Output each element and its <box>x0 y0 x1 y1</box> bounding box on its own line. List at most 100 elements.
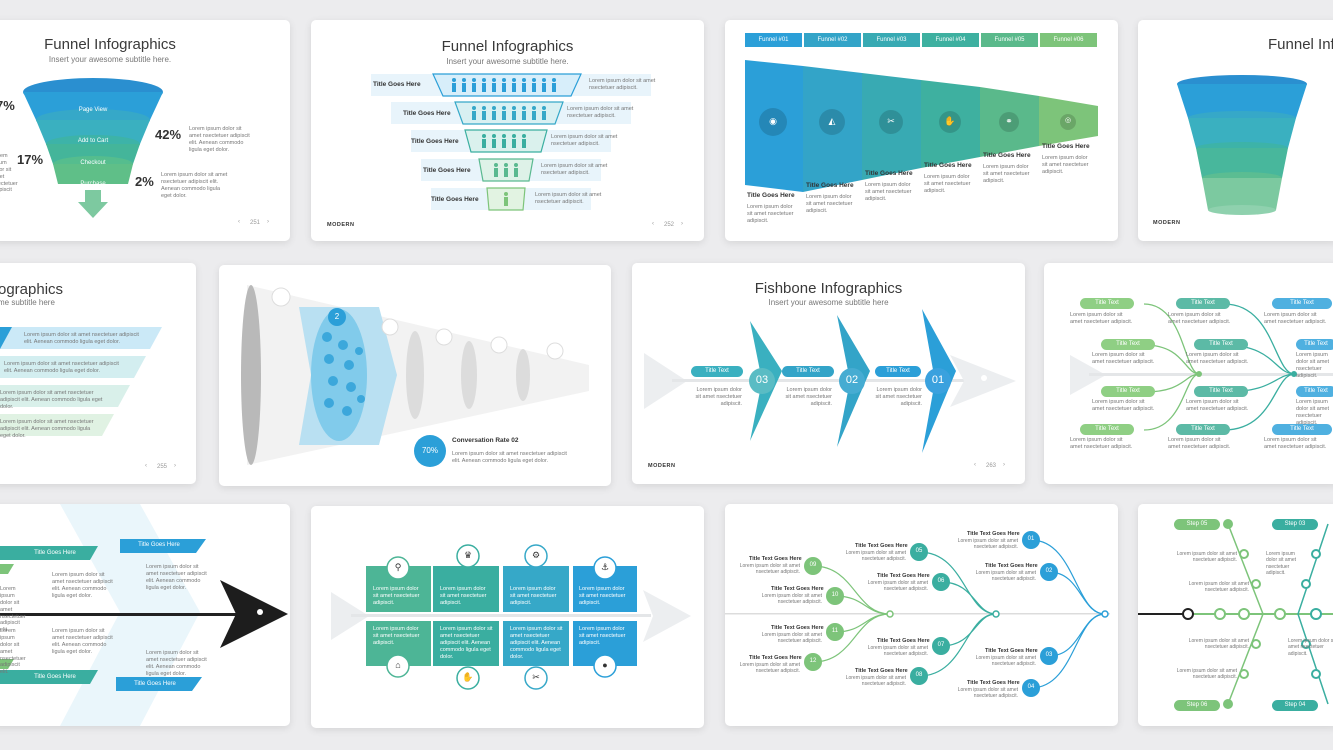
desc: Lorem ipsum dolor sit amet nsectetuer ad… <box>924 174 971 194</box>
people-funnel-graphic <box>371 73 651 211</box>
slide-title: Funnel Infographics <box>441 38 574 55</box>
slide-conversion-funnel[interactable]: 2 70% Conversation Rate 02 Lorem ipsum d… <box>219 265 611 486</box>
desc: Lorem ipsum dolor sit amet nsectetuer ad… <box>761 632 822 645</box>
desc: Lorem ipsum dolor sit amet nsectetuer ad… <box>1168 312 1231 325</box>
desc: Lorem ipsum dolor sit amet nsectetuer ad… <box>510 586 557 606</box>
desc: Lorem ipsum dolor sit amet nsectetuer ad… <box>1188 581 1249 594</box>
prev-page-button[interactable]: ‹ <box>238 219 240 225</box>
funnel-tab[interactable]: Funnel #03 <box>863 33 920 47</box>
slide-fishbone-dark[interactable]: Title Goes Here Title Goes Here Title Go… <box>0 504 290 726</box>
target-icon: ◎ <box>1064 117 1072 124</box>
house-icon: ⌂ <box>395 660 401 670</box>
title-pill: Title Text <box>1296 339 1333 350</box>
card-fishbone-graphic <box>331 544 691 690</box>
next-page-button[interactable]: › <box>174 463 176 469</box>
slide-title: Fishbone Infographics <box>754 280 903 297</box>
arrow-title: Title Goes Here <box>138 542 180 548</box>
slide-subtitle: Insert your awesome subtitle here. <box>446 57 569 66</box>
node-title: Title Text Goes Here <box>855 543 908 549</box>
desc: Lorem ipsum dolor sit amet nsectetuer ad… <box>845 675 906 688</box>
funnel-tab[interactable]: Funnel #02 <box>804 33 861 47</box>
conversion-percent: 70% <box>421 446 438 455</box>
funnel-tab[interactable]: Funnel #01 <box>745 33 802 47</box>
node-title: Title Text Goes Here <box>967 680 1020 686</box>
slide-funnel-2[interactable]: Funnel Infographics Insert your awesome … <box>311 20 704 241</box>
percent: 2% <box>135 174 154 189</box>
desc: Lorem ipsum dolor sit amet nsectetuer ad… <box>957 687 1018 700</box>
desc: Lorem ipsum dolor sit amet nsectetuer ad… <box>535 192 602 205</box>
desc: Lorem ipsum dolor sit amet nsectetuer ad… <box>695 387 742 407</box>
row-title: Title Goes Here <box>431 196 479 203</box>
desc: Lorem ipsum dolor sit amet nsectetuer ad… <box>747 204 794 224</box>
page-number: 252 <box>664 222 675 228</box>
handshake-icon: ⚭ <box>1005 116 1013 126</box>
step-pill: Step 03 <box>1272 519 1318 530</box>
apple-icon: ● <box>602 660 608 670</box>
next-page-button[interactable]: › <box>1003 462 1005 468</box>
slide-arrows[interactable]: ographics me subtitle here Lorem ipsum d… <box>0 263 196 484</box>
prev-page-button[interactable]: ‹ <box>974 462 976 468</box>
step-badge: 2 <box>334 312 340 321</box>
slide-fishbone-curves[interactable]: Title Text Title Text Title Text Title T… <box>1044 263 1333 484</box>
scissors-icon: ✂ <box>887 116 895 126</box>
desc: Lorem ipsum dolor sit amet nsectetuer ad… <box>975 570 1036 583</box>
col-title: Title Goes Here <box>983 152 1031 159</box>
step-pill: Step 06 <box>1174 700 1220 711</box>
funnel-tab[interactable]: Funnel #04 <box>922 33 979 47</box>
slide-steps[interactable]: Step 05 Step 03 Step 06 Step 04 Lorem ip… <box>1138 504 1333 726</box>
desc: Lorem ipsum dolor sit amet nsectetuer ad… <box>161 172 228 199</box>
desc: Lorem ipsum dolor sit amet nsectetuer ad… <box>0 628 26 676</box>
prev-page-button[interactable]: ‹ <box>145 463 147 469</box>
next-page-button[interactable]: › <box>681 221 683 227</box>
bicycle-icon: ⚲ <box>394 562 402 572</box>
funnel-tab[interactable]: Funnel #06 <box>1040 33 1097 47</box>
slide-fishbone-numbered[interactable]: 09 10 11 12 05 06 07 08 01 02 03 04 Titl… <box>725 504 1118 726</box>
slide-funnel-4[interactable]: Funnel Inf MODERN <box>1138 20 1333 241</box>
anchor-icon: ⚓ <box>600 562 610 572</box>
desc: Lorem ipsum dolor sit amet nsectetuer ad… <box>806 194 853 214</box>
prev-page-button[interactable]: ‹ <box>652 221 654 227</box>
desc: Lorem ipsum dolor sit amet nsectetuer ad… <box>1176 668 1237 681</box>
page-number: 263 <box>986 463 997 469</box>
desc: Lorem ipsum dolor sit amet nsectetuer ad… <box>1092 352 1155 365</box>
slide-fishbone-1[interactable]: Fishbone Infographics Insert your awesom… <box>632 263 1025 484</box>
title-pill: Title Text <box>1176 298 1230 309</box>
fishbone-graphic <box>644 309 1016 453</box>
slide-fishbone-cards[interactable]: ⚲ ♛ ⚙ ⚓ ⌂ ✋ ✂ ● Lorem ipsum dolor sit am… <box>311 506 704 728</box>
next-page-button[interactable]: › <box>267 219 269 225</box>
node-number: 06 <box>937 578 945 584</box>
desc: Lorem ipsum dolor sit amet nsectetuer ad… <box>1070 312 1133 325</box>
slide-funnel-3[interactable]: Funnel #01 Funnel #02 Funnel #03 Funnel … <box>725 20 1118 241</box>
desc: Lorem ipsum dolor sit amet nsectetuer ad… <box>1288 638 1333 657</box>
node-number: 12 <box>809 658 817 664</box>
node-title: Title Text Goes Here <box>749 556 802 562</box>
desc: Lorem ipsum dolor sit amet nsectetuer ad… <box>551 134 618 147</box>
desc: Lorem ipsum dolor sit amet nsectetuer ad… <box>761 593 822 606</box>
funnel-tab[interactable]: Funnel #05 <box>981 33 1038 47</box>
node-number: 03 <box>1045 652 1053 658</box>
node-title: Title Text Goes Here <box>855 668 908 674</box>
title-pill: Title Text <box>1272 424 1332 435</box>
node-number: 07 <box>937 642 945 648</box>
arrow-title: Title Goes Here <box>34 674 76 680</box>
row-title: Title Goes Here <box>423 167 471 174</box>
brand-logo: MODERN <box>327 222 355 228</box>
horizontal-funnel-graphic <box>745 60 1098 192</box>
slide-subtitle: me subtitle here <box>0 298 55 307</box>
col-title: Title Goes Here <box>924 162 972 169</box>
percent: 17% <box>17 152 44 167</box>
hand-icon: ✋ <box>462 672 474 682</box>
node-number: 08 <box>915 672 923 678</box>
desc: Lorem ipsum dolor sit amet nsectetuer ad… <box>146 650 207 677</box>
slide-funnel-1[interactable]: Funnel Infographics Insert your awesome … <box>0 20 290 241</box>
title-pill: Title Text <box>1080 298 1134 309</box>
stage-label: Purchase <box>80 181 106 187</box>
desc: Lorem ipsum dolor sit amet nsectetuer ad… <box>867 580 928 593</box>
desc: Lorem ipsum dolor sit amet nsectetuer ad… <box>867 645 928 658</box>
title-pill: Title Text <box>1080 424 1134 435</box>
parallelogram-list-graphic <box>0 327 162 436</box>
brand-logo: MODERN <box>1153 220 1181 226</box>
col-title: Title Goes Here <box>1042 143 1090 150</box>
desc: Lorem ipsum dolor sit amet nsectetuer ad… <box>865 182 912 202</box>
node-number: 11 <box>831 628 839 634</box>
